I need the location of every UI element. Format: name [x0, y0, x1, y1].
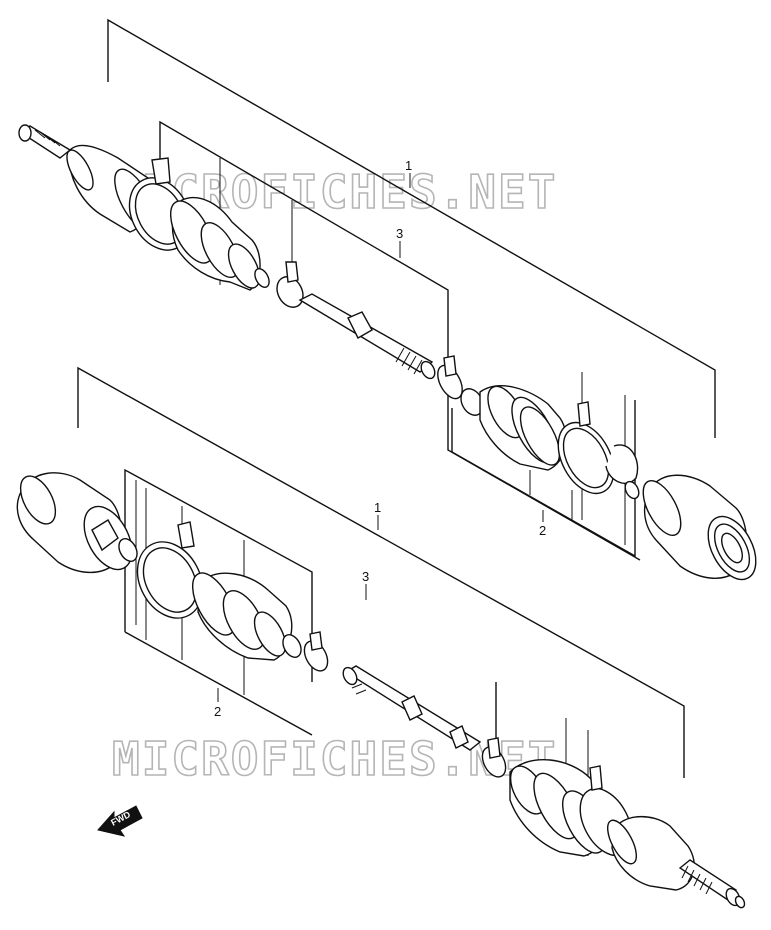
upper-inner-clamp-band — [437, 355, 463, 400]
lower-inner-boot-clamp — [136, 521, 204, 619]
lower-outer-stub-shaft — [678, 859, 746, 909]
lower-outer-clamp-small — [481, 737, 507, 778]
lower-inner-retaining-ring — [118, 538, 138, 562]
upper-outer-boot — [169, 196, 270, 291]
upper-inner-cv-joint — [642, 474, 757, 581]
upper-assembly-bracket — [107, 18, 716, 438]
lower-callout-shaft: 3 — [362, 569, 369, 584]
lower-outer-boot — [509, 759, 610, 857]
upper-callout-shaft: 3 — [396, 226, 403, 241]
lower-assembly-bracket — [77, 366, 685, 778]
upper-inner-boot-clamp — [557, 401, 615, 495]
upper-callout-boot-kit: 2 — [539, 523, 546, 538]
lower-outer-cv-joint — [606, 815, 695, 891]
upper-outer-stub-shaft — [18, 124, 72, 159]
lower-inner-clamp-small — [303, 631, 329, 672]
lower-callout-assembly: 1 — [374, 500, 381, 515]
lower-axle-shaft — [342, 665, 482, 751]
upper-assembly: 1 3 2 — [18, 18, 757, 581]
lower-inner-cv-joint — [16, 472, 133, 573]
upper-inner-boot — [460, 385, 567, 471]
upper-inner-clamp-small — [276, 261, 304, 308]
forward-direction-arrow: FWD — [97, 805, 143, 837]
upper-axle-shaft — [298, 293, 436, 380]
lower-callout-boot-kit: 2 — [214, 704, 221, 719]
upper-inner-retaining-ring — [605, 444, 640, 500]
upper-callout-assembly: 1 — [405, 158, 412, 173]
lower-assembly: 1 3 2 — [16, 366, 746, 909]
lower-inner-boot — [191, 572, 302, 661]
